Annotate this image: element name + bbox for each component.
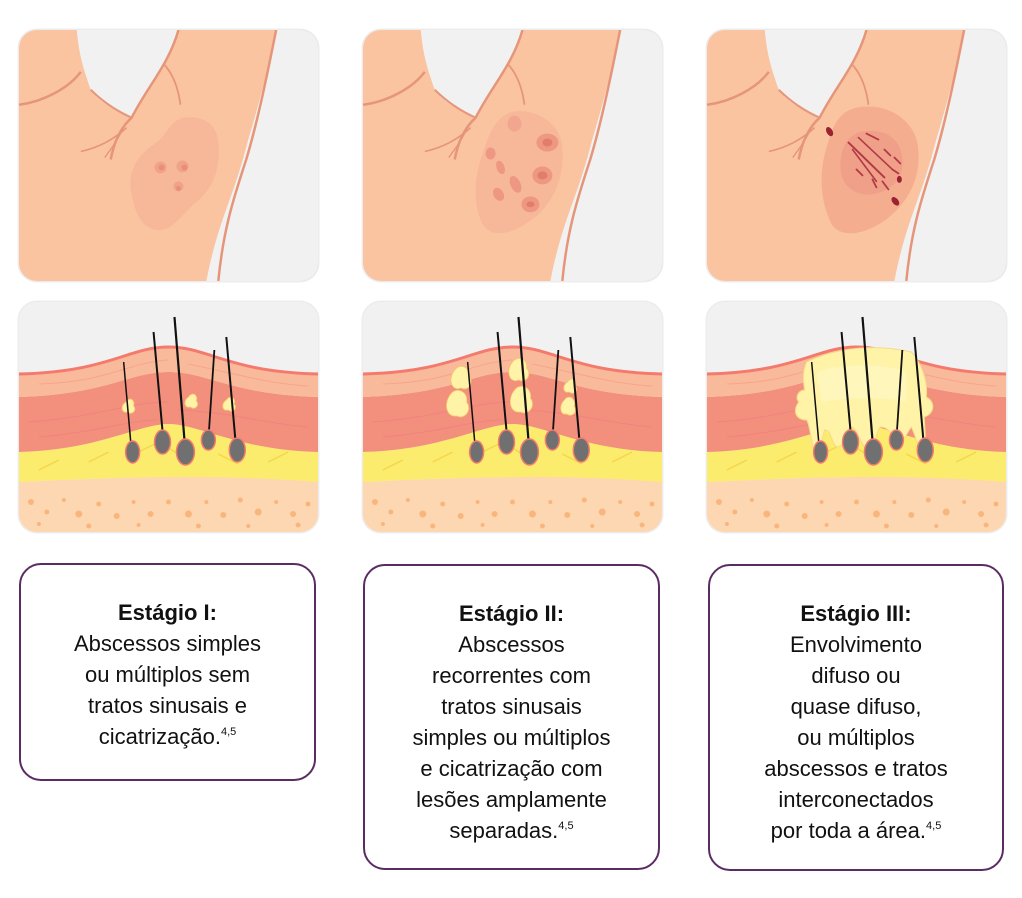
skin-cross-section-stage-1 <box>19 302 318 532</box>
armpit-stage-2-illustration <box>363 30 662 281</box>
stage-3-line: abscessos e tratos <box>764 756 948 781</box>
stage-1-line: Abscessos simples <box>73 631 262 656</box>
stage-2-title: Estágio II: <box>458 601 565 626</box>
stage-1-description-box: Estágio I: Abscessos simples ou múltiplo… <box>19 563 316 781</box>
stage-3-line: Envolvimento <box>789 632 923 657</box>
stage-2-description-box: Estágio II: Abscessos recorrentes com tr… <box>363 564 660 870</box>
armpit-stage-3-illustration <box>707 30 1006 281</box>
stage-2-line: e cicatrização com <box>420 756 603 781</box>
stage-2-line: recorrentes com <box>432 663 591 688</box>
stage-3-line: interconectados <box>778 787 934 812</box>
stage-2-line-last: separadas.4,5 <box>365 815 658 846</box>
stage-2-line: tratos sinusais <box>441 694 582 719</box>
stage-1-line-text: cicatrização. <box>98 724 221 749</box>
skin-cross-section-stage-2 <box>363 302 662 532</box>
stage-3-line-last: por toda a área.4,5 <box>710 815 1002 846</box>
stage-2-line: lesões amplamente <box>416 787 607 812</box>
stage-3-line: difuso ou <box>811 663 901 688</box>
stage-1-line: ou múltiplos sem <box>84 662 251 687</box>
skin-cross-section-stage-3 <box>707 302 1006 532</box>
stage-1-line-last: cicatrização.4,5 <box>21 721 314 752</box>
stage-2-line: Abscessos <box>458 632 565 657</box>
stage-1-line: tratos sinusais e <box>88 693 247 718</box>
stage-2-line: simples ou múltiplos <box>412 725 611 750</box>
stage-3-description-box: Estágio III: Envolvimento difuso ou quas… <box>708 564 1004 871</box>
stage-3-line: quase difuso, <box>790 694 922 719</box>
stage-3-line-text: por toda a área. <box>770 818 927 843</box>
armpit-stage-1-illustration <box>19 30 318 281</box>
stage-3-line: ou múltiplos <box>797 725 915 750</box>
reference-superscript: 4,5 <box>220 726 237 738</box>
stage-2-line-text: separadas. <box>449 818 559 843</box>
reference-superscript: 4,5 <box>926 820 942 832</box>
reference-superscript: 4,5 <box>558 820 574 832</box>
stage-3-title: Estágio III: <box>800 601 912 626</box>
stage-1-title: Estágio I: <box>117 600 217 625</box>
